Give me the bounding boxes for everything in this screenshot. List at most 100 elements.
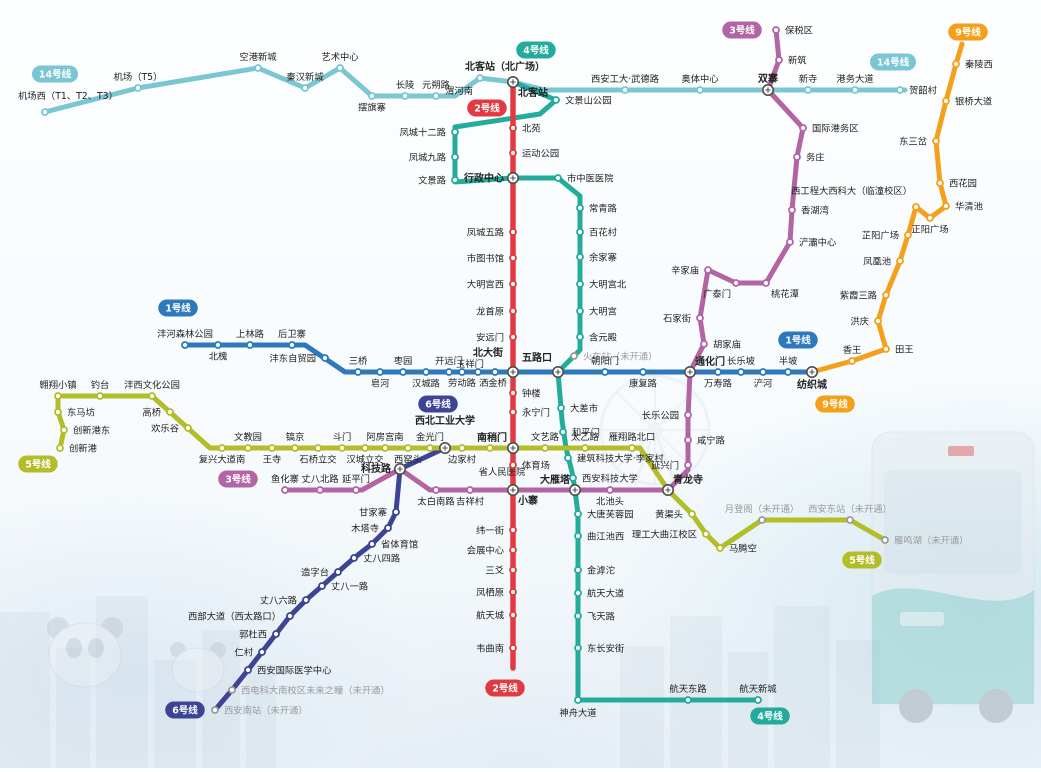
station[interactable]: 斗门: [333, 431, 352, 452]
station[interactable]: 西花园: [936, 178, 977, 190]
station[interactable]: 浐灞中心: [786, 237, 836, 249]
station[interactable]: 木塔寺: [351, 523, 392, 535]
station[interactable]: 龙首原: [476, 306, 517, 318]
station[interactable]: 钟楼: [509, 388, 541, 400]
station[interactable]: 胡家庙: [700, 339, 741, 351]
station-interchange[interactable]: 双寨: [758, 72, 778, 97]
station[interactable]: 创新港: [56, 443, 98, 455]
station[interactable]: 和平门: [559, 427, 600, 439]
station[interactable]: 永宁门: [509, 407, 550, 419]
station[interactable]: 银桥大道: [942, 96, 992, 108]
station[interactable]: 甘家寨: [359, 507, 400, 519]
station[interactable]: 镐京: [286, 431, 305, 452]
station[interactable]: 国际港务区: [799, 123, 859, 135]
station[interactable]: 省体育馆: [368, 539, 418, 551]
station[interactable]: 东三岔: [899, 136, 940, 148]
station[interactable]: 郭杜西: [239, 629, 280, 641]
station[interactable]: 北池头: [596, 486, 624, 508]
station[interactable]: 秦汉新城: [286, 71, 324, 92]
station[interactable]: 浐河: [754, 368, 773, 390]
station[interactable]: 摆旗寨: [358, 92, 386, 114]
station[interactable]: 玉祥门: [456, 358, 484, 376]
station[interactable]: 汉城立交: [346, 444, 384, 466]
station[interactable]: 凤城五路: [467, 227, 517, 239]
station[interactable]: 边家村: [448, 444, 476, 466]
station[interactable]: 汉城路: [412, 368, 441, 390]
station-interchange[interactable]: 西北工业大学: [415, 414, 475, 454]
station[interactable]: 西安科技大学: [569, 473, 638, 485]
station[interactable]: 大明宫西: [467, 279, 517, 291]
station[interactable]: 机场西（T1、T2、T3）: [18, 90, 118, 116]
station[interactable]: 黄渠头: [655, 509, 696, 521]
station[interactable]: 田王: [882, 345, 914, 356]
station[interactable]: 后卫寨: [278, 328, 306, 349]
station[interactable]: 神舟大道: [559, 696, 597, 719]
station[interactable]: 朝阳门: [591, 355, 619, 376]
line-badge-line3[interactable]: 3号线: [722, 21, 762, 39]
station[interactable]: 皂河: [371, 368, 390, 390]
station[interactable]: 华清池: [942, 201, 983, 213]
station[interactable]: 紫霞三路: [840, 290, 890, 302]
station[interactable]: 大差市: [557, 403, 598, 415]
station[interactable]: 月登阁（未开通）: [725, 503, 799, 524]
station[interactable]: 百花村: [576, 227, 617, 239]
line-badge-line2[interactable]: 2号线: [485, 679, 525, 697]
line-badge-line6[interactable]: 6号线: [418, 395, 458, 413]
station[interactable]: 秦陵西: [952, 59, 993, 71]
station[interactable]: 贺韶村: [896, 85, 937, 97]
station[interactable]: 延平门: [342, 473, 370, 494]
station[interactable]: 鱼化寨: [271, 473, 299, 494]
station[interactable]: 建筑科技大学·李家村: [564, 453, 664, 465]
station[interactable]: 务庄: [793, 152, 825, 164]
station[interactable]: 航天大道: [574, 588, 624, 600]
station[interactable]: 丈八北路: [301, 473, 339, 494]
station[interactable]: 港务大道: [836, 73, 874, 94]
station[interactable]: 三桥: [349, 355, 368, 376]
station[interactable]: 东马坊: [54, 407, 95, 419]
station[interactable]: 延兴门: [651, 460, 692, 472]
line-badge-line5[interactable]: 5号线: [842, 551, 882, 569]
station[interactable]: 枣园: [394, 356, 413, 376]
line-badge-line14[interactable]: 14号线: [870, 53, 916, 71]
station[interactable]: 西安工大·武德路: [591, 73, 660, 94]
station[interactable]: 大唐芙蓉园: [574, 509, 634, 521]
station[interactable]: 长陵: [396, 79, 415, 100]
station[interactable]: 劳动路: [448, 368, 477, 389]
station[interactable]: 文景山公园: [552, 95, 612, 107]
station[interactable]: 省人民医院: [479, 444, 526, 478]
line-badge-line3[interactable]: 3号线: [218, 470, 258, 488]
station[interactable]: 香湖湾: [788, 205, 829, 217]
station[interactable]: 大明宫北: [576, 279, 627, 291]
station[interactable]: 桃花潭: [762, 279, 799, 300]
station[interactable]: 西窑头: [394, 444, 422, 466]
station[interactable]: 曲江池西: [574, 531, 624, 543]
station[interactable]: 雁鸣湖（未开通）: [881, 535, 968, 547]
station[interactable]: 王寺: [263, 444, 282, 466]
station[interactable]: 咸宁路: [684, 435, 726, 447]
station[interactable]: 长乐坡: [727, 355, 755, 376]
line-badge-line1[interactable]: 1号线: [778, 331, 818, 349]
station[interactable]: 北槐: [209, 341, 228, 363]
station[interactable]: 西电科大南校区未来之瞳（未开通）: [228, 685, 390, 697]
station[interactable]: 西工程大西科大（临潼校区）: [791, 185, 920, 211]
line-badge-line1[interactable]: 1号线: [158, 299, 198, 317]
line-badge-line4[interactable]: 4号线: [750, 707, 790, 725]
station[interactable]: 安远门: [476, 332, 517, 344]
station-interchange[interactable]: 南稍门: [477, 431, 519, 454]
station[interactable]: 芷阳广场: [862, 230, 912, 242]
station[interactable]: 新筑: [775, 55, 807, 67]
station[interactable]: 沣河森林公园: [157, 328, 213, 349]
station[interactable]: 纬一街: [476, 525, 517, 537]
station[interactable]: 沣东自贸园: [270, 353, 329, 365]
station[interactable]: 文景路: [418, 175, 459, 187]
station[interactable]: 余家寨: [576, 252, 617, 264]
line-badge-line9[interactable]: 9号线: [815, 395, 855, 413]
station[interactable]: 凤城十二路: [400, 127, 459, 139]
station-interchange[interactable]: 五路口: [522, 351, 564, 378]
station[interactable]: 复兴大道南: [199, 444, 246, 466]
station[interactable]: 洒金桥: [479, 368, 507, 389]
station[interactable]: 洪庆: [850, 316, 882, 328]
station[interactable]: 凤凰池: [863, 256, 904, 268]
station[interactable]: 丈八六路: [260, 595, 310, 607]
